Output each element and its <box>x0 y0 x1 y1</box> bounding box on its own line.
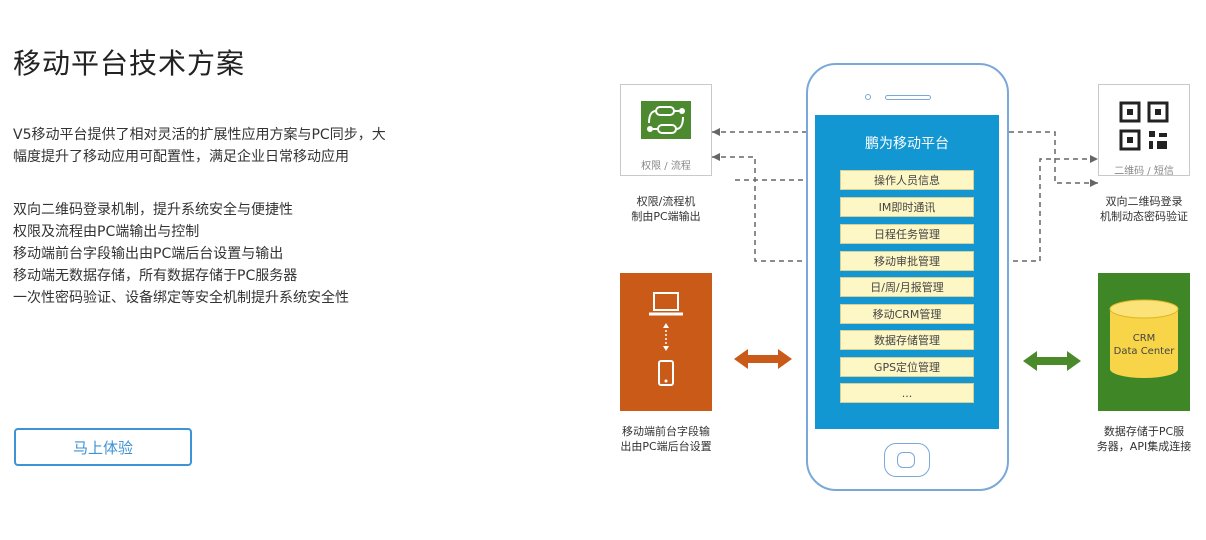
menu-item: 操作人员信息 <box>840 170 974 190</box>
arrowhead <box>712 128 720 136</box>
caption-line: 机制动态密码验证 <box>1100 210 1188 223</box>
field-output-caption: 移动端前台字段输 出由PC端后台设置 <box>604 424 728 454</box>
home-button <box>884 443 930 477</box>
home-button-inner <box>897 452 915 468</box>
caption-line: 移动端前台字段输 <box>622 425 710 438</box>
feature-item: 一次性密码验证、设备绑定等安全机制提升系统安全性 <box>13 290 349 306</box>
database-icon <box>1109 299 1179 378</box>
menu-item: IM即时通讯 <box>840 197 974 217</box>
phone-title: 鹏为移动平台 <box>865 136 949 152</box>
feature-item: 权限及流程由PC端输出与控制 <box>13 224 200 240</box>
feature-item: 移动端前台字段输出由PC端后台设置与输出 <box>13 246 284 262</box>
laptop-phone-icon <box>649 292 683 386</box>
menu-item: ... <box>840 383 974 403</box>
caption-line: 权限/流程机 <box>636 195 696 208</box>
permission-flow-card: 权限 / 流程 <box>620 84 712 176</box>
caption-line: 制由PC端输出 <box>631 210 701 223</box>
caption-line: 务器，API集成连接 <box>1096 440 1192 453</box>
feature-list: 双向二维码登录机制，提升系统安全与便捷性 权限及流程由PC端输出与控制 移动端前… <box>13 199 349 309</box>
phone-speaker <box>885 95 931 100</box>
db-label-line2: Data Center <box>1113 346 1175 357</box>
menu-item: 移动审批管理 <box>840 251 974 271</box>
device-sync-panel <box>620 273 712 411</box>
menu-item: 日/周/月报管理 <box>840 277 974 297</box>
data-center-panel: CRM Data Center <box>1098 273 1190 411</box>
menu-item: 移动CRM管理 <box>840 304 974 324</box>
try-now-button[interactable]: 马上体验 <box>14 428 192 466</box>
feature-item: 双向二维码登录机制，提升系统安全与便捷性 <box>13 202 293 218</box>
caption-line: 数据存储于PC服 <box>1103 425 1185 438</box>
qr-sms-caption: 双向二维码登录 机制动态密码验证 <box>1082 194 1206 224</box>
menu-item: 日程任务管理 <box>840 224 974 244</box>
menu-item: GPS定位管理 <box>840 357 974 377</box>
card-label: 权限 / 流程 <box>641 161 691 172</box>
caption-line: 出由PC端后台设置 <box>620 440 712 453</box>
qr-sms-card: 二维码 / 短信 <box>1098 84 1190 177</box>
arrowhead <box>1090 179 1098 187</box>
feature-item: 移动端无数据存储，所有数据存储于PC服务器 <box>13 268 298 284</box>
db-label-line1: CRM <box>1132 333 1156 344</box>
caption-line: 双向二维码登录 <box>1105 195 1183 208</box>
intro-text: V5移动平台提供了相对灵活的扩展性应用方案与PC同步，大幅度提升了移动应用可配置… <box>13 127 386 165</box>
permission-flow-caption: 权限/流程机 制由PC端输出 <box>604 194 728 224</box>
card-label: 二维码 / 短信 <box>1114 166 1174 177</box>
page-title: 移动平台技术方案 <box>13 47 246 80</box>
phone-screen <box>815 115 999 429</box>
orange-double-arrow <box>734 349 792 369</box>
qr-code-icon <box>1119 101 1169 151</box>
green-double-arrow <box>1023 351 1081 371</box>
data-storage-caption: 数据存储于PC服 务器，API集成连接 <box>1082 424 1206 454</box>
phone-camera <box>865 94 871 100</box>
arrowhead <box>1090 155 1098 163</box>
arrowhead <box>712 153 720 161</box>
menu-item: 数据存储管理 <box>840 330 974 350</box>
workflow-icon <box>641 101 691 139</box>
